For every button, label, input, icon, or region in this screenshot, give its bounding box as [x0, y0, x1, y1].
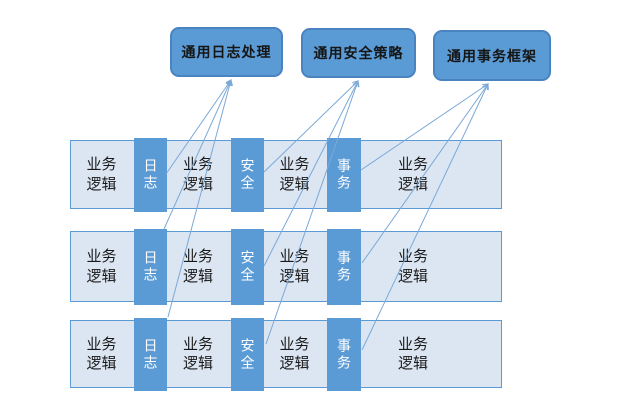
business-logic-label: 业务逻辑: [86, 335, 117, 373]
business-logic-label: 业务逻辑: [398, 335, 429, 373]
connector-bar3-transaction-block-to-common-transaction-box: [361, 84, 488, 351]
bar1-transaction-block: 事务: [327, 138, 361, 212]
common-transaction-box: 通用事务框架: [433, 30, 551, 81]
business-logic-label: 业务逻辑: [183, 156, 214, 193]
bar2-security-block: 安全: [231, 229, 264, 305]
business-logic-label: 业务逻辑: [279, 156, 310, 193]
transaction-block-label: 事务: [336, 250, 352, 284]
bar1-security-block: 安全: [231, 138, 264, 212]
log-block-label: 日志: [142, 337, 159, 372]
business-logic-segment: 业务逻辑: [361, 321, 503, 387]
bar3-transaction-block: 事务: [327, 318, 361, 391]
business-logic-segment: 业务逻辑: [71, 141, 134, 208]
business-logic-segment: 业务逻辑: [167, 321, 231, 387]
business-logic-segment: 业务逻辑: [71, 321, 134, 387]
business-logic-segment: 业务逻辑: [264, 321, 327, 387]
business-logic-segment: 业务逻辑: [361, 232, 503, 301]
bar1-log-block: 日志: [134, 138, 167, 212]
bar3-security-block: 安全: [231, 318, 264, 391]
common-log-label: 通用日志处理: [181, 44, 272, 60]
transaction-block-label: 事务: [336, 158, 352, 192]
business-logic-label: 业务逻辑: [398, 156, 429, 193]
business-logic-label: 业务逻辑: [183, 335, 214, 373]
common-security-label: 通用安全策略: [313, 45, 404, 61]
common-transaction-label: 通用事务框架: [447, 47, 537, 64]
code-bar-1: 业务逻辑 业务逻辑 业务逻辑 业务逻辑 日志 安全 事务: [70, 138, 503, 212]
business-logic-label: 业务逻辑: [398, 248, 429, 285]
business-logic-segment: 业务逻辑: [264, 232, 327, 301]
business-logic-segment: 业务逻辑: [71, 232, 134, 301]
security-block-label: 安全: [239, 250, 256, 284]
business-logic-label: 业务逻辑: [183, 248, 214, 285]
business-logic-label: 业务逻辑: [86, 248, 117, 285]
business-logic-segment: 业务逻辑: [167, 232, 231, 301]
bar2-log-block: 日志: [134, 229, 167, 305]
common-log-box: 通用日志处理: [170, 27, 283, 77]
log-block-label: 日志: [142, 158, 159, 192]
common-security-box: 通用安全策略: [301, 28, 416, 78]
bar2-transaction-block: 事务: [327, 229, 361, 305]
business-logic-segment: 业务逻辑: [264, 141, 327, 208]
business-logic-label: 业务逻辑: [279, 335, 310, 373]
log-block-label: 日志: [142, 250, 159, 284]
code-bar-3: 业务逻辑 业务逻辑 业务逻辑 业务逻辑 日志 安全 事务: [70, 318, 503, 391]
transaction-block-label: 事务: [336, 337, 352, 372]
business-logic-label: 业务逻辑: [86, 156, 117, 193]
business-logic-label: 业务逻辑: [279, 248, 310, 285]
code-bar-2: 业务逻辑 业务逻辑 业务逻辑 业务逻辑 日志 安全 事务: [70, 229, 503, 305]
security-block-label: 安全: [239, 337, 256, 372]
business-logic-segment: 业务逻辑: [167, 141, 231, 208]
bar3-log-block: 日志: [134, 318, 167, 391]
security-block-label: 安全: [239, 158, 256, 192]
business-logic-segment: 业务逻辑: [361, 141, 503, 208]
